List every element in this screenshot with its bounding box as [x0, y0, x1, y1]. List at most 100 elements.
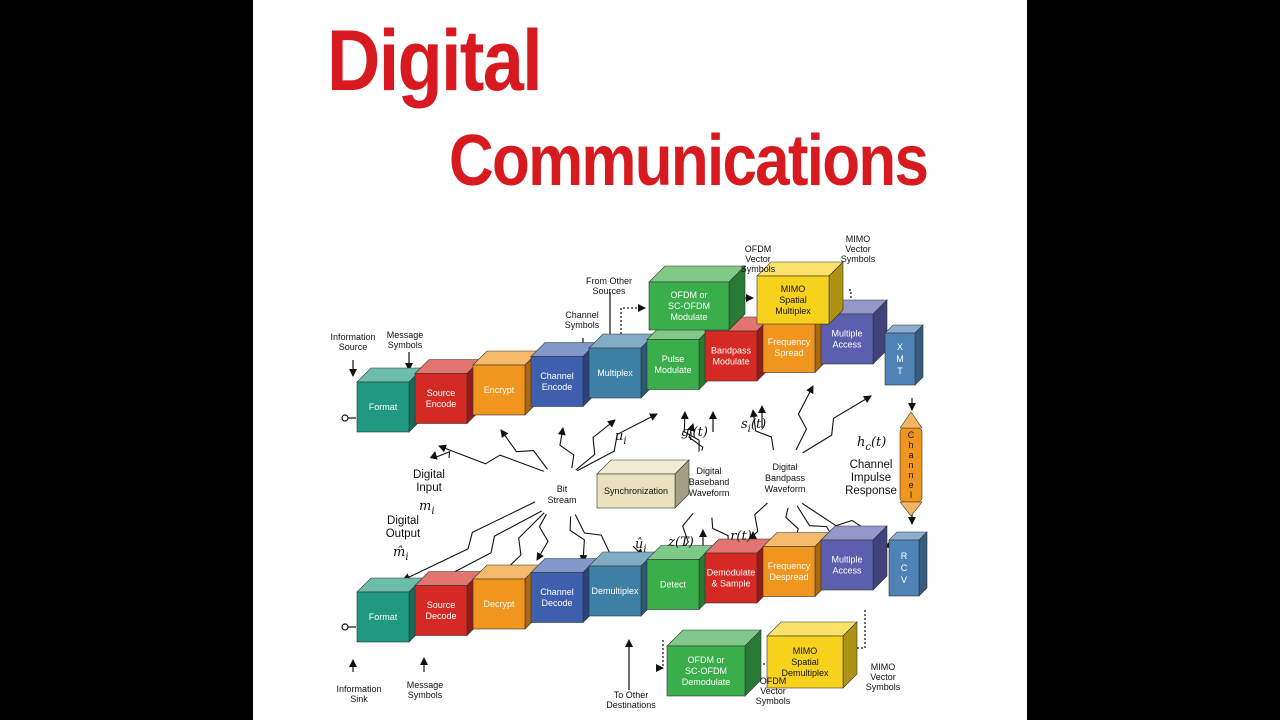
- bit-stream-arrow-9: [570, 505, 614, 561]
- to-ofdm-arrow: [620, 304, 646, 346]
- receive-block-6-label: Demodulate& Sample: [707, 568, 756, 589]
- bandpass-arrow-0: [790, 385, 814, 461]
- math-zt: z(T): [667, 535, 694, 550]
- transmit-block-2-label: Encrypt: [484, 385, 515, 395]
- digital-output-arrow: [402, 497, 544, 581]
- math-ui: ui: [615, 429, 627, 447]
- bit-stream-bubble: [533, 466, 589, 518]
- receive-block-0-label: Format: [369, 612, 398, 622]
- math-mi: mi: [419, 499, 435, 517]
- transmit-block-2: Encrypt: [472, 350, 540, 416]
- bit-stream-arrow-8: [569, 505, 588, 563]
- receive-block-5: Detect: [646, 544, 714, 611]
- synchronization-block-label: Synchronization: [604, 486, 668, 496]
- bit-stream-arrow-2: [557, 427, 575, 475]
- digital-input-arrow: [429, 450, 451, 460]
- receive-block-6: Demodulate& Sample: [704, 538, 772, 604]
- receive-block-4: Demultiplex: [588, 551, 656, 617]
- input-terminal: [341, 414, 349, 422]
- transmit-block-4-label: Multiplex: [597, 368, 633, 378]
- baseband-arrow-0: [680, 411, 700, 463]
- math-hc: hc(t): [857, 435, 886, 453]
- bit-stream-arrow-3: [570, 419, 616, 475]
- bandpass-arrow-1: [790, 395, 872, 461]
- transmit-block-0: Format: [356, 367, 424, 433]
- title-line-1: Digital: [327, 13, 543, 109]
- math-si: si(t): [741, 417, 766, 435]
- transmit-block-0-label: Format: [369, 402, 398, 412]
- bit-stream-arrow-7: [536, 505, 552, 561]
- baseband-bubble: [678, 450, 738, 518]
- bandpass-bubble: [753, 448, 817, 508]
- synchronization-block: Synchronization: [596, 459, 690, 509]
- receive-block-4-label: Demultiplex: [591, 586, 639, 596]
- bandpass-arrow-2: [749, 409, 776, 461]
- receive-block-0: Format: [356, 577, 424, 643]
- transmit-block-4: Multiplex: [588, 333, 656, 399]
- receive-block-5-label: Detect: [660, 580, 687, 590]
- bit-stream-arrow-0: [438, 444, 552, 475]
- receive-block-2: Decrypt: [472, 564, 540, 630]
- math-rt: r(t): [730, 529, 752, 544]
- title-line-2: Communications: [449, 121, 929, 201]
- math-mi-hat: m̂i: [393, 545, 409, 563]
- math-ui-hat: ûi: [635, 537, 647, 555]
- math-gi: gi(t): [681, 425, 708, 443]
- output-terminal: [341, 623, 349, 631]
- bit-stream-arrow-1: [500, 429, 552, 475]
- bit-stream-arrow-5: [438, 505, 552, 581]
- receive-block-2-label: Decrypt: [483, 599, 515, 609]
- bit-stream-arrow-4: [570, 413, 658, 475]
